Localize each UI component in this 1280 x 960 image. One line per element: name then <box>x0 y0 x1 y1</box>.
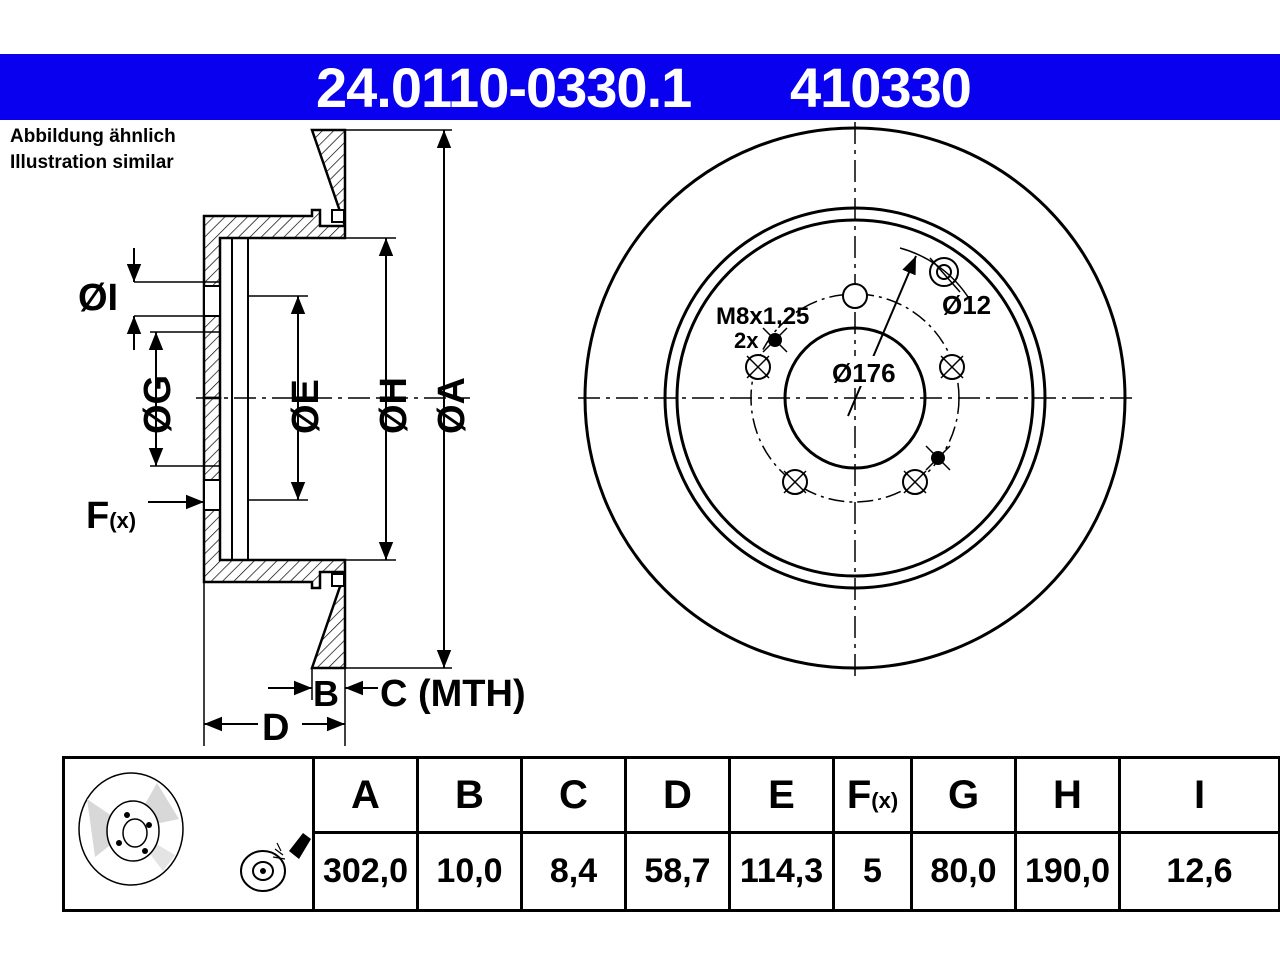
value-d: 58,7 <box>624 831 731 912</box>
reference-number: 410330 <box>790 56 972 119</box>
label-b: B <box>313 673 339 714</box>
header-d: D <box>624 755 731 835</box>
pcd-label: Ø176 <box>832 358 896 388</box>
header-h: H <box>1014 755 1121 835</box>
icon-cell <box>62 756 315 912</box>
header-b: B <box>416 755 523 835</box>
label-dia-i: ØI <box>78 277 118 319</box>
header-a: A <box>312 755 419 835</box>
hole-dia-label: Ø12 <box>942 290 991 320</box>
header-g: G <box>910 755 1017 835</box>
label-f: F(x) <box>86 495 136 537</box>
note-line-en: Illustration similar <box>10 152 174 173</box>
header-i: I <box>1118 755 1280 835</box>
article-number: 24.0110-0330.1 <box>316 56 692 119</box>
value-e: 114,3 <box>728 831 835 912</box>
spec-table: A B C D E F(x) G H I 302,0 10,0 8,4 58,7… <box>62 755 1280 912</box>
header-f: F(x) <box>832 755 913 835</box>
section-top <box>202 128 347 400</box>
technical-drawing: ØI ØG ØE ØH ØA F(x) B C (MTH) <box>78 122 1134 749</box>
note-line-de: Abbildung ähnlich <box>10 126 176 147</box>
side-view: ØI ØG ØE ØH ØA F(x) B C (MTH) <box>78 128 526 749</box>
label-d: D <box>262 707 289 749</box>
value-a: 302,0 <box>312 831 419 912</box>
value-b: 10,0 <box>416 831 523 912</box>
value-i: 12,6 <box>1118 831 1280 912</box>
label-dia-g: ØG <box>137 375 179 434</box>
thread-label: M8x1,25 <box>716 303 809 330</box>
value-f: 5 <box>832 831 913 912</box>
value-h: 190,0 <box>1014 831 1121 912</box>
header-e: E <box>728 755 835 835</box>
label-dia-a: ØA <box>431 377 473 434</box>
value-c: 8,4 <box>520 831 627 912</box>
brake-disc-icon <box>77 772 184 886</box>
title-bar: 24.0110-0330.1 410330 <box>0 54 1280 120</box>
section-bottom <box>202 396 347 670</box>
header-c: C <box>520 755 627 835</box>
illustration-note: Abbildung ähnlich Illustration similar <box>10 124 176 176</box>
front-view: M8x1,25 2x Ø12 Ø176 <box>578 122 1134 676</box>
label-dia-e: ØE <box>285 379 327 434</box>
thread-count-label: 2x <box>734 328 759 353</box>
label-c: C (MTH) <box>380 673 526 715</box>
label-dia-h: ØH <box>373 377 415 434</box>
value-g: 80,0 <box>910 831 1017 912</box>
spray-cleaner-icon <box>236 829 311 899</box>
